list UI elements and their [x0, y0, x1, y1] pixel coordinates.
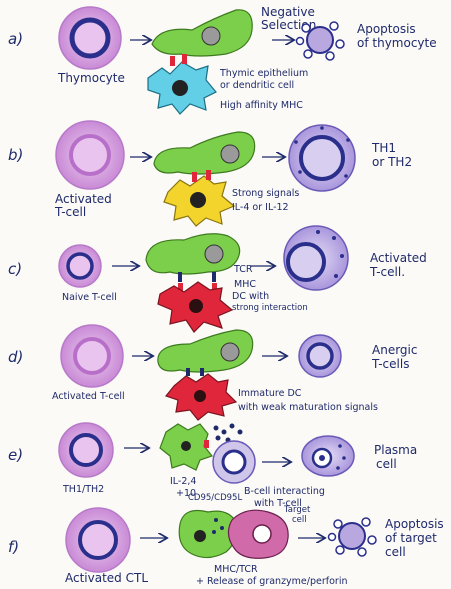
- result-d-2: T-cells: [371, 357, 409, 371]
- result-d-1: Anergic: [372, 343, 417, 357]
- result-e-1: Plasma: [374, 443, 417, 457]
- activated-tcell-b: [55, 120, 125, 190]
- result-f-2: of target: [385, 531, 437, 545]
- result-e-2: cell: [376, 457, 397, 471]
- cell-note-b-1: Strong signals: [232, 188, 299, 199]
- row-label-d: d): [8, 348, 23, 366]
- row-label-e: e): [8, 446, 23, 464]
- th-differentiated-cell: [288, 124, 356, 192]
- apoptotic-thymocyte: [295, 21, 345, 61]
- thymocyte-cell: [58, 6, 122, 70]
- cell-note-a-3: High affinity MHC: [220, 100, 303, 111]
- result-b-2: or TH2: [372, 155, 412, 169]
- cell-note-c-1: TCR: [233, 264, 253, 275]
- green-tcell-c: [145, 233, 241, 275]
- green-tcell-e: [159, 423, 214, 471]
- cell-note-c-2: MHC: [234, 279, 256, 290]
- cell-note-f-1: CD95/CD95L: [188, 493, 242, 503]
- cell-note-d-2: with weak maturation signals: [238, 402, 378, 413]
- row-d: d) Activated T-cell Immature DC with wea…: [8, 324, 417, 421]
- apoptotic-target-cell: [327, 517, 377, 557]
- cytokine-dots: [213, 423, 243, 443]
- green-tcell-d: [157, 329, 254, 373]
- naive-tcell: [58, 244, 102, 288]
- left-caption-f: Activated CTL: [65, 571, 148, 585]
- b-cell-e: [212, 440, 256, 484]
- cell-note-b-2: IL-4 or IL-12: [232, 202, 289, 213]
- receptor-pairs-c: [178, 272, 217, 291]
- row-b: b) Activated T-cell Strong signals IL-4 …: [8, 120, 412, 227]
- cell-note-a-2: or dendritic cell: [220, 80, 294, 91]
- cyan-dendritic-cell: [147, 54, 217, 115]
- row-label-a: a): [8, 30, 23, 48]
- plasma-cell: [301, 435, 355, 477]
- result-b-1: TH1: [371, 141, 396, 155]
- left-caption-a: Thymocyte: [57, 71, 125, 85]
- row-label-b: b): [8, 146, 23, 164]
- cell-note-f-2: Target: [283, 505, 311, 515]
- result-a-1: Apoptosis: [357, 22, 416, 36]
- cell-note-a-1: Thymic epithelium: [219, 68, 308, 79]
- left-caption-c: Naive T-cell: [62, 292, 117, 303]
- row-f: f) Activated CTL CD95/CD95L Target cell …: [8, 493, 444, 587]
- th-cell-e: [58, 422, 114, 478]
- row-label-f: f): [8, 538, 19, 556]
- row-label-c: c): [8, 260, 22, 278]
- green-tcell-b: [153, 131, 256, 175]
- cell-note-f-4: MHC/TCR: [214, 564, 258, 575]
- target-cell-pink: [227, 509, 289, 559]
- cell-note-e-2: +10: [176, 488, 196, 499]
- left-caption-d: Activated T-cell: [52, 391, 125, 402]
- result-c-2: T-cell.: [369, 265, 405, 279]
- cell-note-e-4: with T-cell: [254, 498, 302, 509]
- green-ctl-f: [178, 509, 238, 559]
- result-c-1: Activated: [370, 251, 427, 265]
- yellow-dendritic-cell: [163, 170, 236, 227]
- result-a-2: of thymocyte: [357, 36, 437, 50]
- cell-note-f-3: cell: [292, 515, 307, 525]
- row-e: e) TH1/TH2 IL-2,4 +10 B-cell interacting…: [8, 422, 417, 509]
- activated-tcell-result: [283, 225, 349, 291]
- cell-note-e-1: IL-2,4: [170, 476, 196, 487]
- row-c: c) Naive T-cell TCR MHC DC with strong i…: [8, 225, 427, 333]
- cell-note-c-3: DC with: [232, 291, 269, 302]
- result-f-3: cell: [385, 545, 406, 559]
- cell-note-c-4: strong interaction: [232, 303, 308, 313]
- activated-tcell-d: [60, 324, 124, 388]
- immature-red-dc: [164, 368, 238, 421]
- cell-note-e-3: B-cell interacting: [244, 486, 325, 497]
- granule-dots-f: [212, 518, 224, 534]
- left-caption-e: TH1/TH2: [62, 484, 104, 495]
- result-f-1: Apoptosis: [385, 517, 444, 531]
- left-caption-b-2: T-cell: [54, 205, 86, 219]
- green-tcell-a: [151, 9, 253, 57]
- cell-note-f-5: + Release of granzyme/perforin: [196, 576, 348, 587]
- cell-note-d-1: Immature DC: [238, 388, 302, 399]
- top-note-a-1: Negative: [261, 5, 315, 19]
- red-dendritic-cell: [157, 281, 234, 333]
- row-a: a) Thymocyte Negative Selection Thymic e…: [8, 5, 437, 115]
- anergic-tcell: [298, 334, 342, 378]
- left-caption-b-1: Activated: [55, 192, 112, 206]
- activated-ctl: [65, 507, 131, 573]
